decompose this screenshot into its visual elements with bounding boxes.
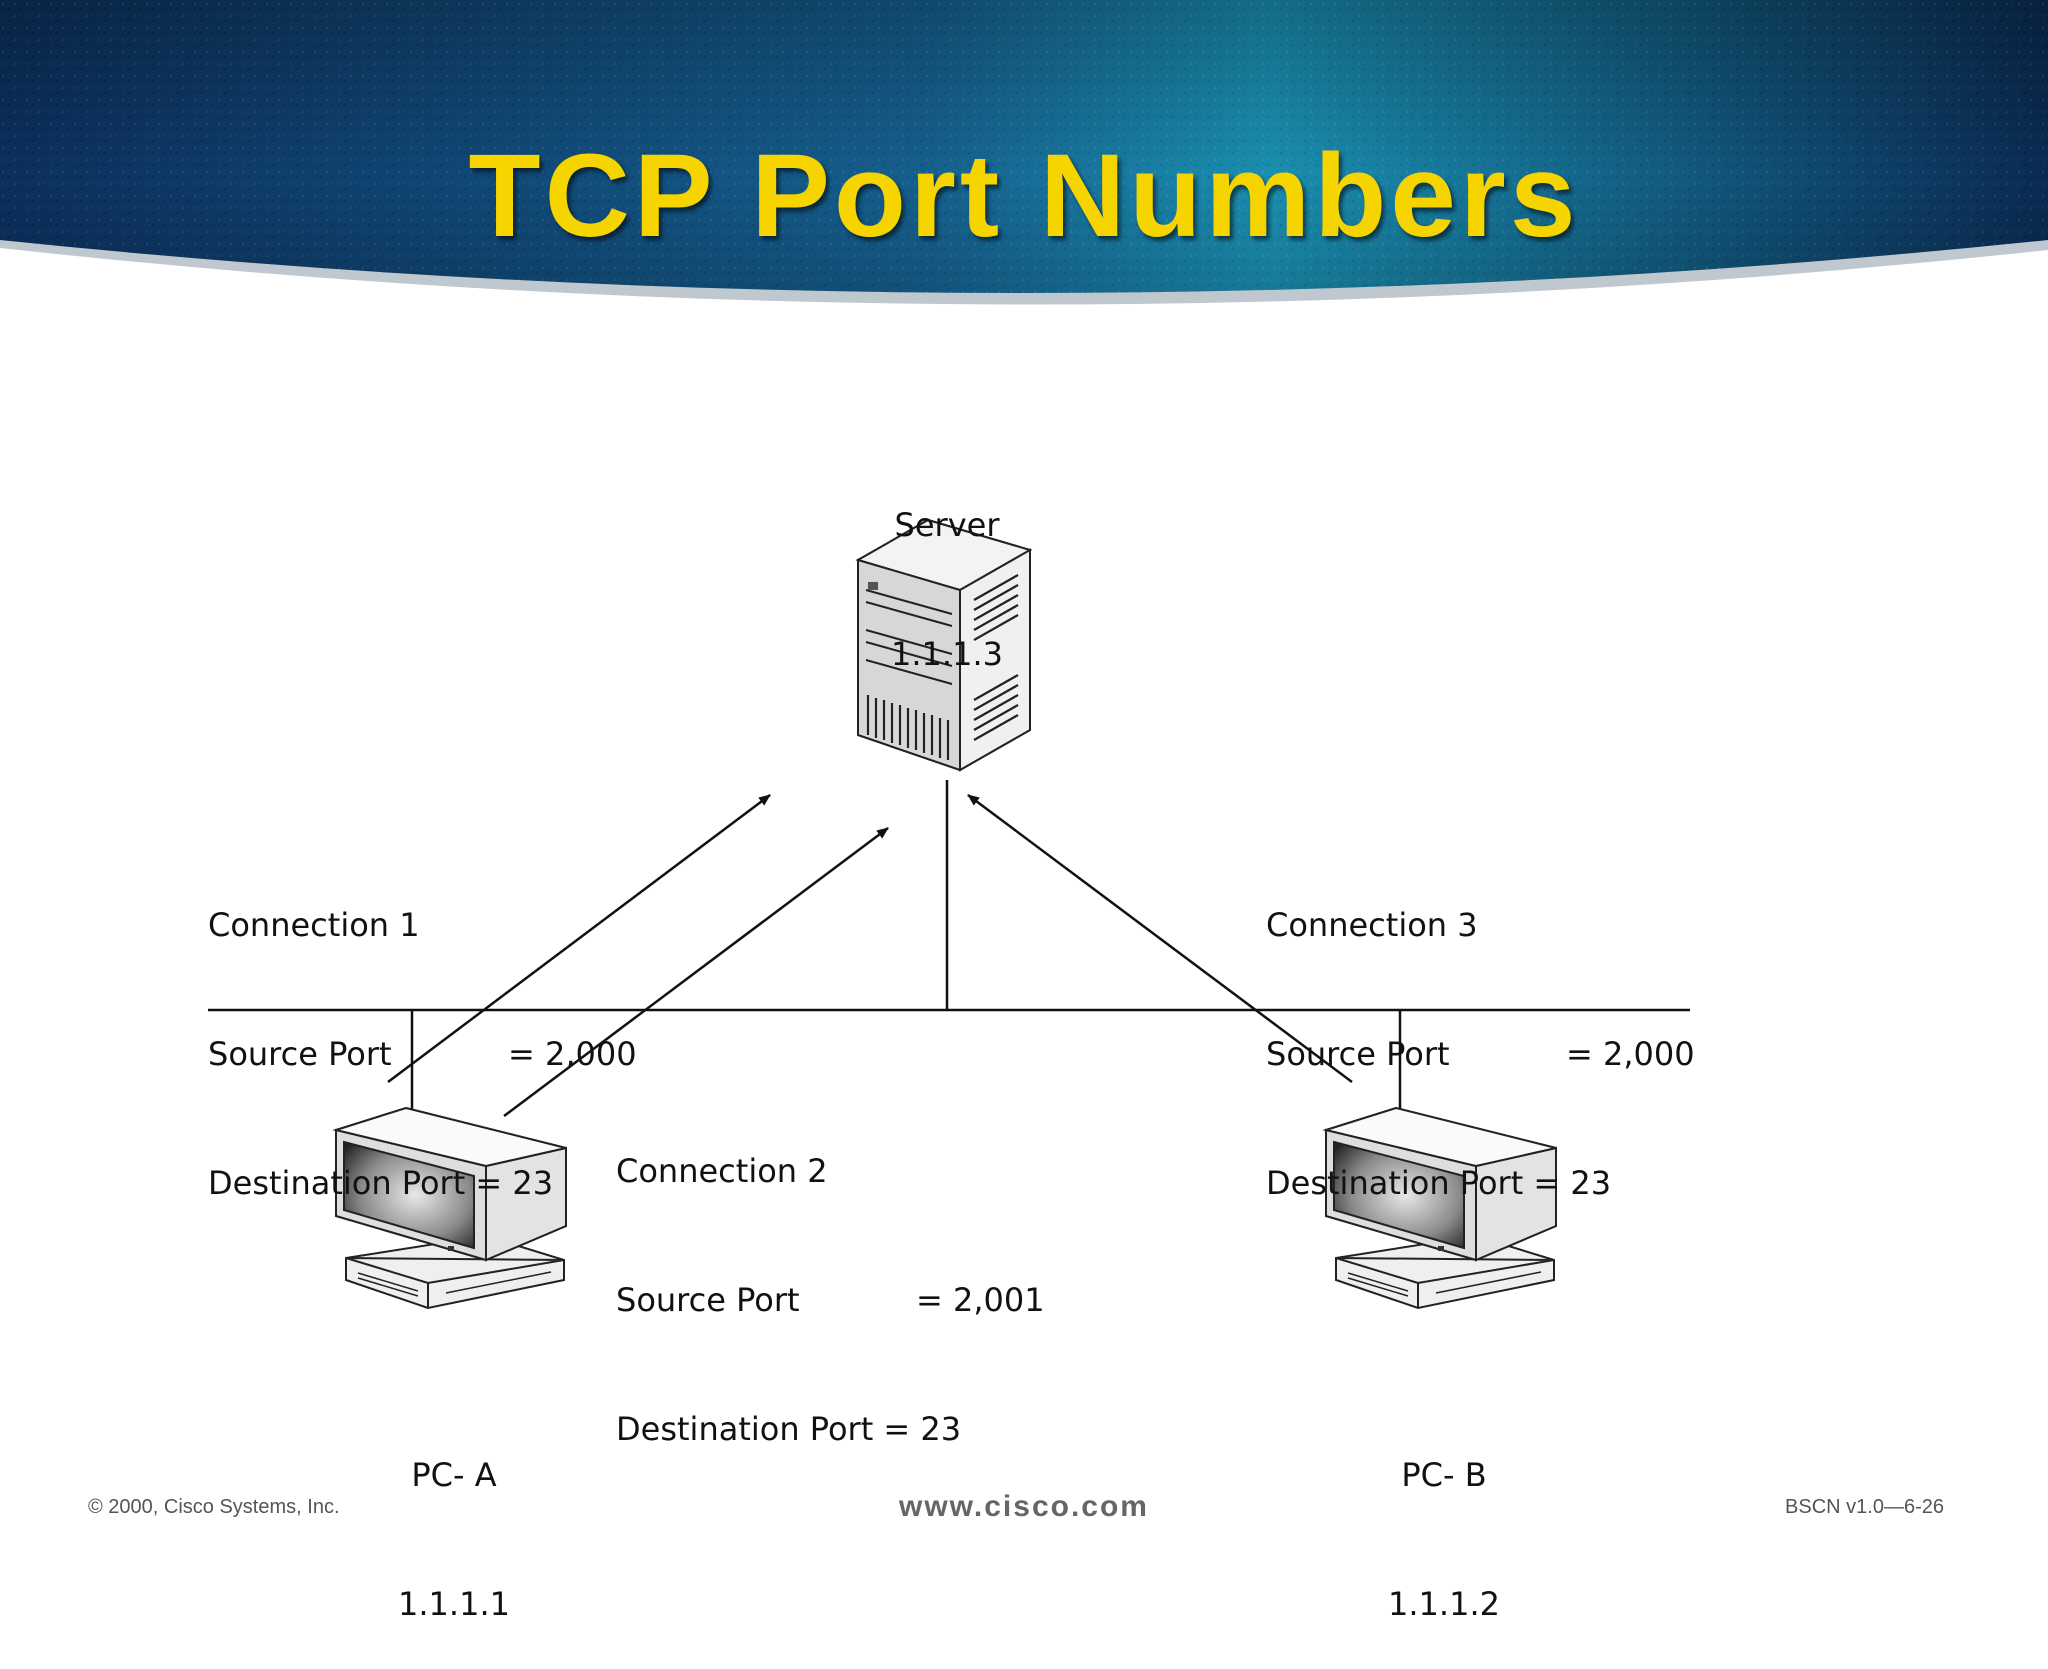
connection-2-label: Connection 2 Source Port = 2,001 Destinat…	[616, 1064, 1045, 1494]
pc-a-ip: 1.1.1.1	[398, 1585, 510, 1623]
server-name: Server	[894, 506, 1000, 544]
website-footer: www.cisco.com	[899, 1490, 1149, 1523]
connection-3-arrow	[967, 793, 1353, 1084]
pc-b-name: PC- B	[1401, 1456, 1487, 1494]
connection-2-arrow	[503, 827, 889, 1117]
network-diagram	[208, 518, 1690, 1310]
connection-2-title: Connection 2	[616, 1152, 828, 1190]
pc-a-computer-icon	[332, 1106, 567, 1310]
connection-2-dest-label: Destination Port	[616, 1410, 874, 1448]
connection-3-dest-value: = 23	[1533, 1164, 1612, 1202]
connection-1-source-label: Source Port	[208, 1035, 392, 1073]
connection-1-arrow	[387, 794, 771, 1083]
server-tower-icon	[855, 518, 1033, 772]
pc-b-computer-icon	[1322, 1106, 1557, 1310]
connection-1-label: Connection 1 Source Port = 2,000 Destinat…	[208, 818, 637, 1248]
course-version-footer: BSCN v1.0—6-26	[1785, 1496, 1944, 1518]
connection-3-title: Connection 3	[1266, 906, 1478, 944]
connection-3-dest-label: Destination Port	[1266, 1164, 1524, 1202]
connection-2-source-label: Source Port	[616, 1281, 800, 1319]
connection-1-title: Connection 1	[208, 906, 420, 944]
connection-1-dest-value: = 23	[475, 1164, 554, 1202]
slide-title: TCP Port Numbers	[468, 130, 1580, 262]
connection-3-source-value: = 2,000	[1566, 1035, 1695, 1073]
connection-1-source-value: = 2,000	[508, 1035, 637, 1073]
copyright-footer: © 2000, Cisco Systems, Inc.	[88, 1496, 340, 1518]
server-label: Server 1.1.1.3	[847, 418, 1047, 719]
title-banner	[0, 0, 2048, 305]
connection-1-dest-label: Destination Port	[208, 1164, 466, 1202]
connection-3-source-label: Source Port	[1266, 1035, 1450, 1073]
connection-2-dest-value: = 23	[883, 1410, 962, 1448]
pc-b-ip: 1.1.1.2	[1388, 1585, 1500, 1623]
pc-a-name: PC- A	[411, 1456, 497, 1494]
connection-2-source-value: = 2,001	[916, 1281, 1045, 1319]
connection-3-label: Connection 3 Source Port = 2,000 Destinat…	[1266, 818, 1695, 1248]
server-ip: 1.1.1.3	[891, 635, 1003, 673]
